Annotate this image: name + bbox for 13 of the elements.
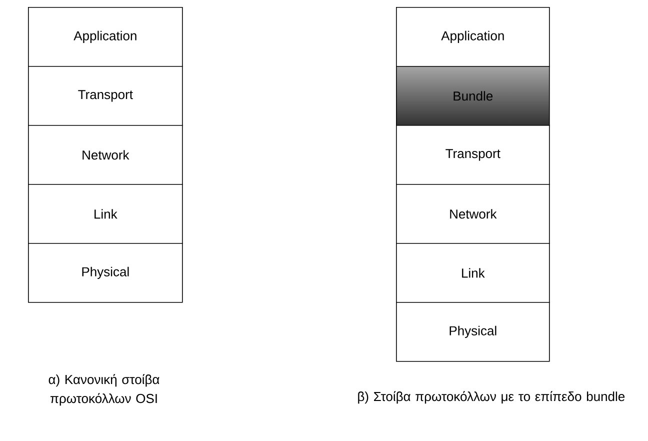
layer-box: Physical — [396, 302, 550, 362]
layer-box: Transport — [396, 125, 550, 185]
caption: α) Κανονική στοίβα πρωτοκόλλων OSI — [48, 374, 160, 406]
layer-box: Physical — [28, 243, 183, 303]
layer-box: Application — [396, 7, 550, 67]
caption: β) Στοίβα πρωτοκόλλων με το επίπεδο bundle — [358, 391, 625, 404]
layer-box: Network — [28, 125, 183, 185]
layer-box: Transport — [28, 66, 183, 126]
layer-box: Network — [396, 184, 550, 244]
layer-box: Application — [28, 7, 183, 67]
layer-box: Link — [28, 184, 183, 244]
layer-box: Bundle — [396, 66, 550, 126]
layer-box: Link — [396, 243, 550, 303]
